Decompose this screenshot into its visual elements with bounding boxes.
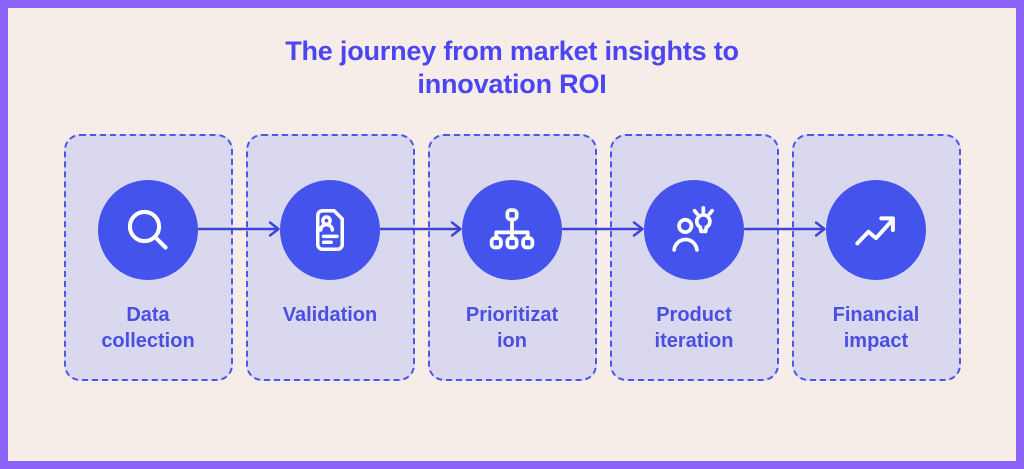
flow-arrow-3 <box>561 221 644 237</box>
trending-up-icon <box>855 216 895 246</box>
step-card-validation: Validation <box>245 134 415 381</box>
person-lightbulb-icon <box>672 205 714 252</box>
step-label: Validation <box>283 302 377 328</box>
flow-arrow-4 <box>743 221 826 237</box>
step-label: Financial impact <box>833 302 920 354</box>
step-circle <box>644 180 744 280</box>
document-profile-icon <box>316 209 344 251</box>
step-label-line: Data <box>126 304 170 326</box>
step-label: Prioritizat ion <box>466 302 558 354</box>
step-label-line: Product <box>656 304 732 326</box>
step-label-line: iteration <box>654 330 734 352</box>
step-label-line: impact <box>843 330 909 352</box>
step-label-line: Validation <box>282 304 378 326</box>
step-card-prioritization: Prioritizat ion <box>427 134 597 381</box>
page-title-line-1: The journey from market insights to <box>285 36 739 66</box>
step-label: Product iteration <box>655 302 734 354</box>
step-circle <box>98 180 198 280</box>
hierarchy-icon <box>489 208 535 250</box>
step-circle <box>826 180 926 280</box>
page-title-line-2: innovation ROI <box>417 69 607 99</box>
search-icon <box>127 209 168 250</box>
page-title: The journey from market insights to inno… <box>8 35 1016 101</box>
step-card-financial-impact: Financial impact <box>791 134 961 381</box>
step-card-data-collection: Data collection <box>63 134 233 381</box>
process-flow: Data collection Validation <box>63 134 961 381</box>
flow-arrow-1 <box>197 221 280 237</box>
step-label-line: collection <box>101 330 195 352</box>
step-circle <box>280 180 380 280</box>
step-label: Data collection <box>101 302 194 354</box>
step-label-line: ion <box>497 330 527 352</box>
step-card-product-iteration: Product iteration <box>609 134 779 381</box>
step-circle <box>462 180 562 280</box>
flow-arrow-2 <box>379 221 462 237</box>
step-label-line: Prioritizat <box>465 304 559 326</box>
step-label-line: Financial <box>832 304 920 326</box>
